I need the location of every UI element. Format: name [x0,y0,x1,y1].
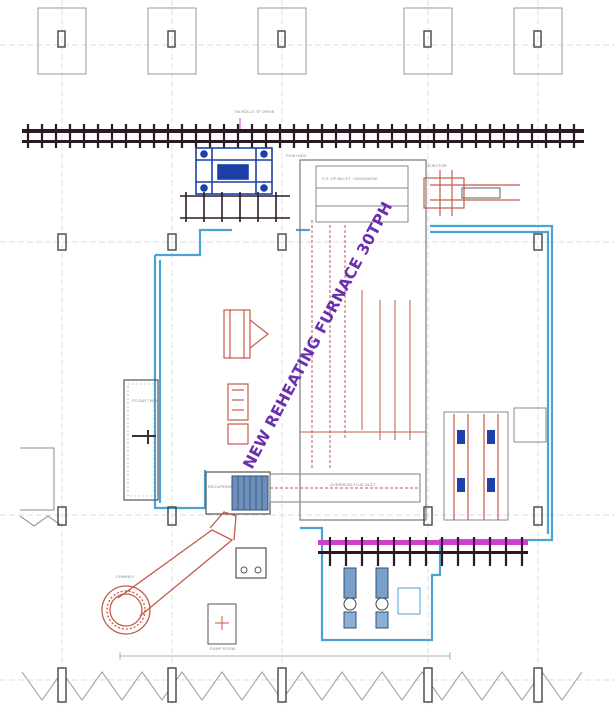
ejector-label: EJECTOR [428,163,447,168]
blower-skid [207,547,267,645]
fo-tank-label: FO DAY TANK [132,398,158,403]
pusher-drive-assembly [195,147,273,195]
mid-column-stubs [57,233,543,526]
ejector-assembly [423,170,520,216]
chimney-duct [117,511,237,617]
billet-data-label: S.S. OF BILLET : DISCHARGE [322,176,378,181]
water-line-outline [153,224,554,642]
push-bed-label: PUSH BED [286,153,307,158]
furnace-title: NEW REHEATING FURNACE 30TPH [240,199,397,472]
furnace-chamber [299,159,427,521]
recuperator-label: RECUPERATOR [208,484,238,489]
overhead-flue-duct: OVERHEAD FLUE DUCT [269,473,421,503]
chimney [101,585,151,635]
burner-blocks [223,309,269,445]
bottom-boundary [21,667,583,703]
push-bed-rails [180,192,290,222]
right-ejector-rails [443,407,547,521]
fo-day-tank: FO DAY TANK [123,379,159,501]
roll-table-label: TW ROLLS "E" DRIVE [234,109,275,114]
motor-drives [343,567,421,629]
roller-table-rail: TW ROLLS "E" DRIVE [22,109,584,148]
chimney-label: CHIMNEY [116,574,135,579]
top-column-footings [37,7,563,75]
pump-room-label: PUMP ROOM [210,646,235,651]
recuperator: RECUPERATOR [205,471,271,515]
left-edge-structure [19,447,63,527]
discharge-roller-table [318,537,528,566]
bottom-dimension-line [119,652,451,660]
flue-duct-label: OVERHEAD FLUE DUCT [330,482,377,487]
